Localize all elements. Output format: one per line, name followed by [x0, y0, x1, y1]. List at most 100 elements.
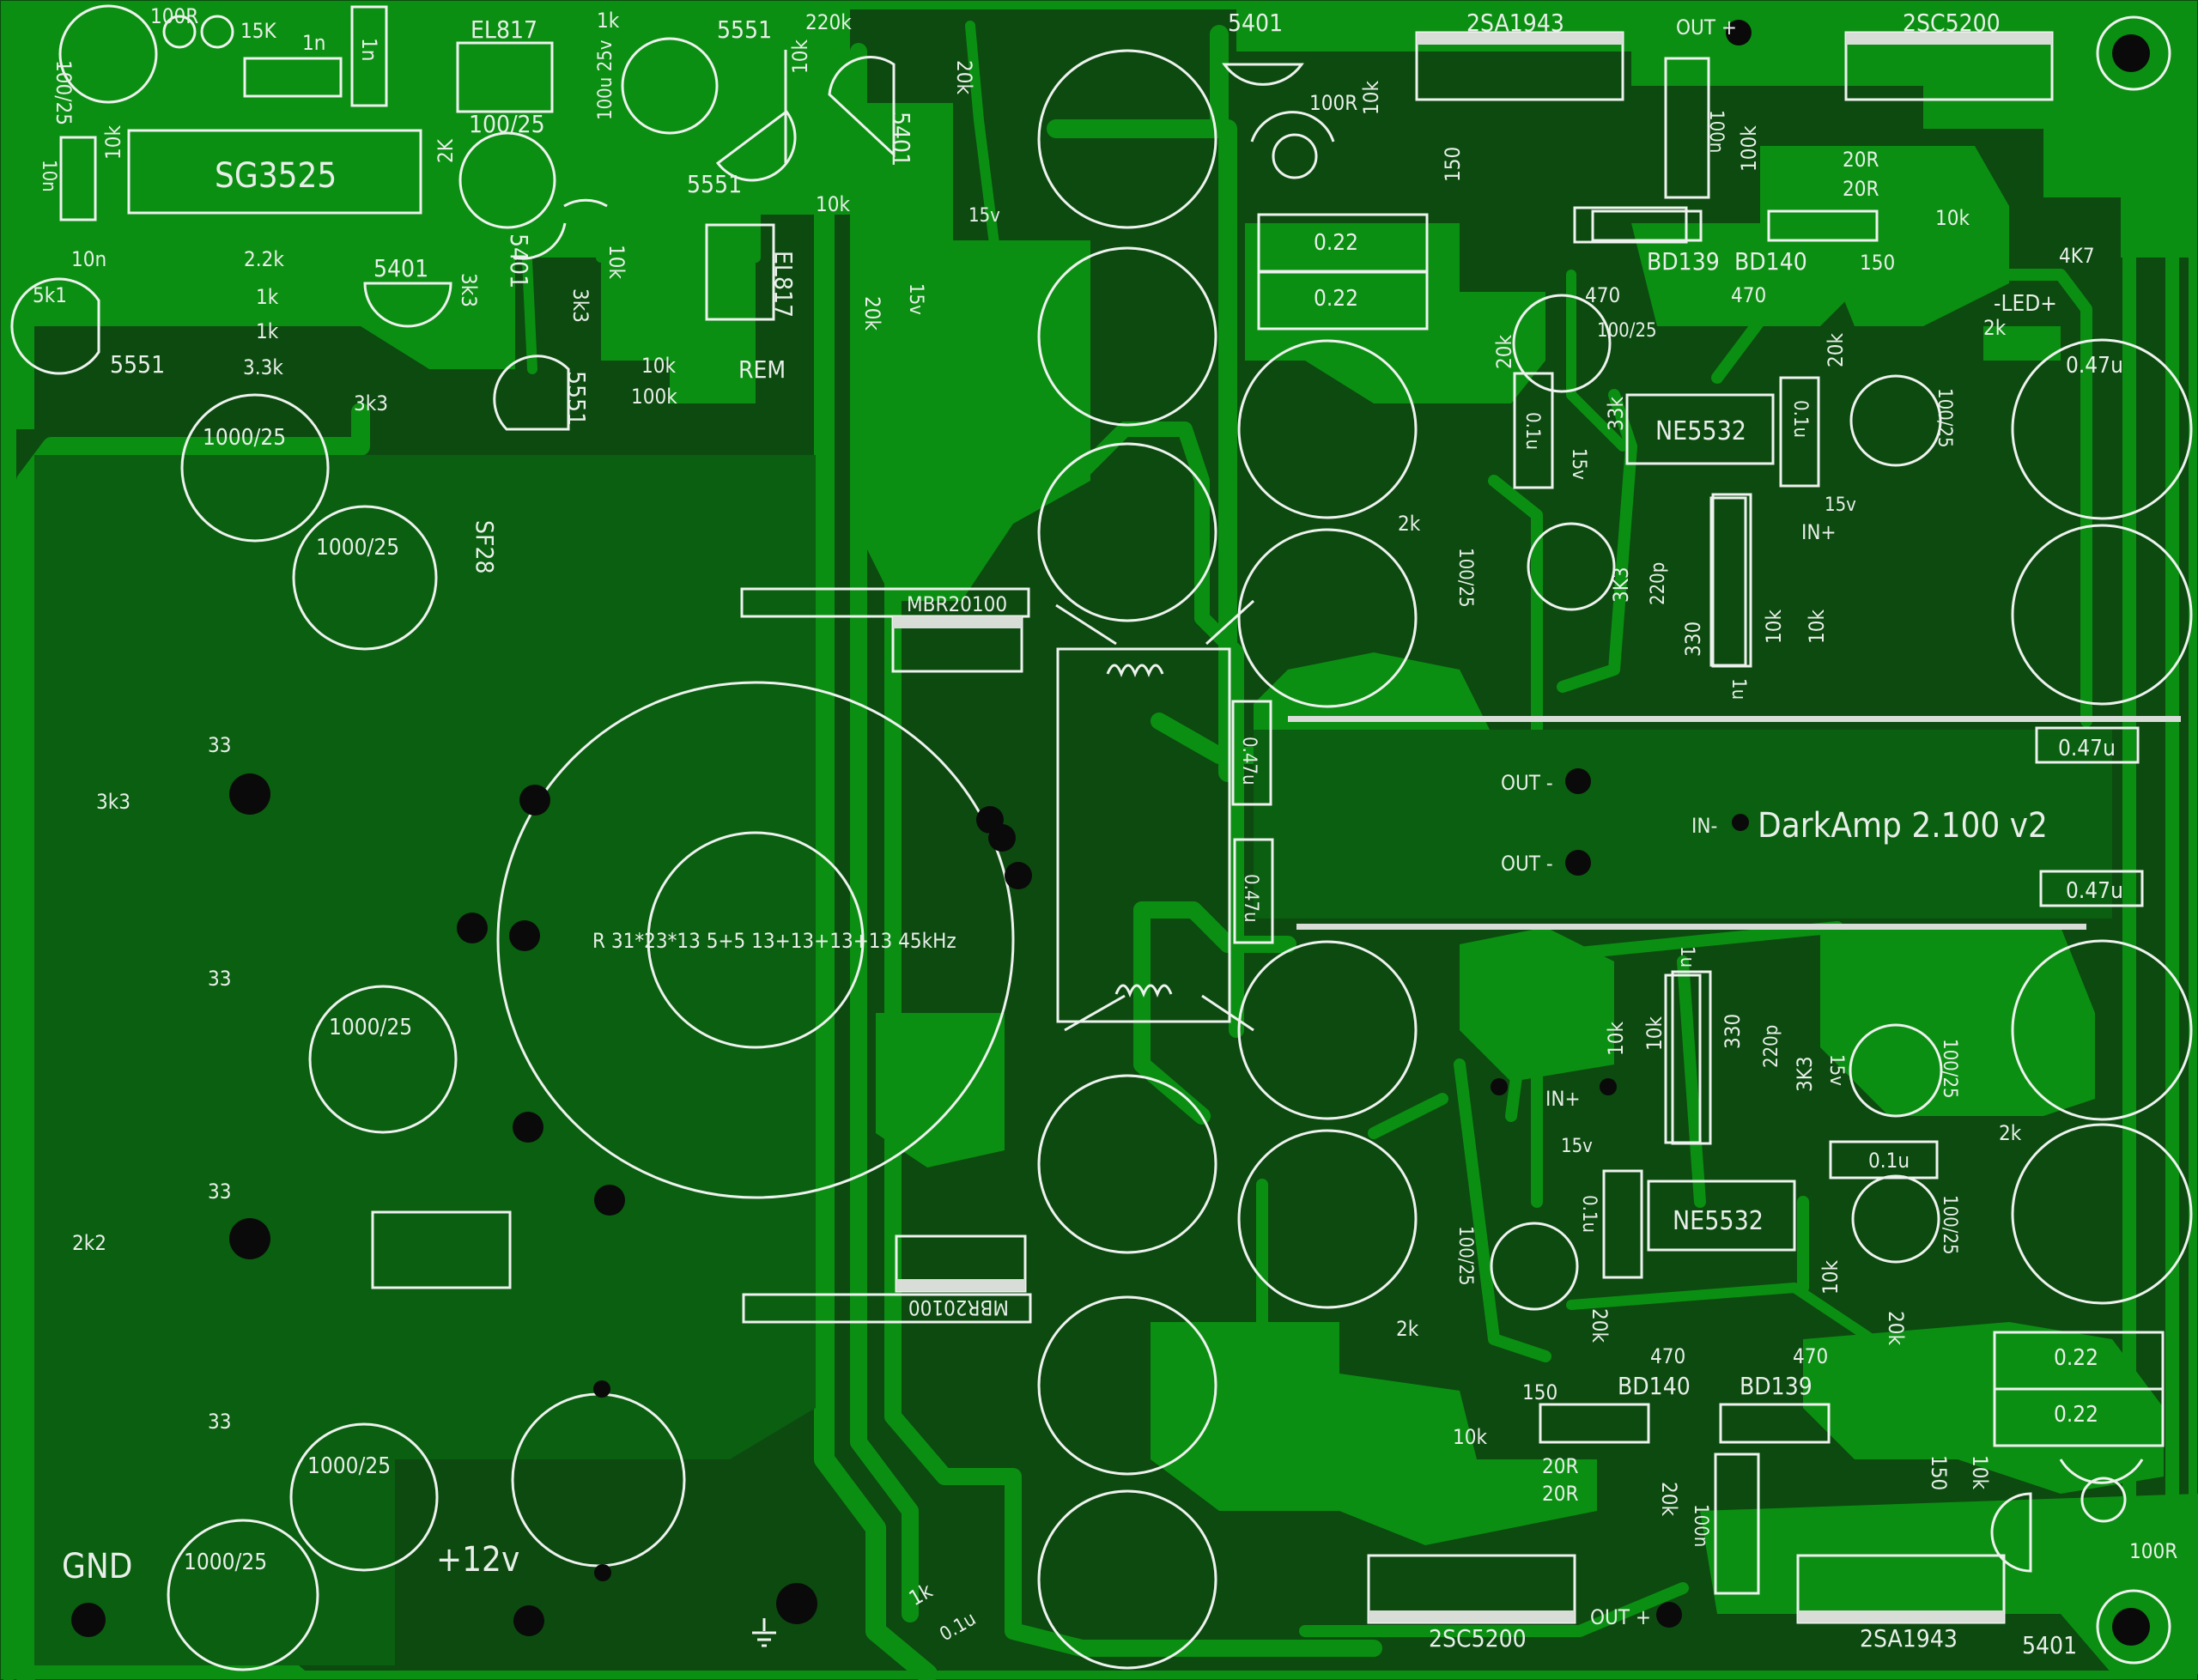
r100r-c: 100R: [2129, 1539, 2177, 1563]
r20r-d: 20R: [1542, 1482, 1578, 1506]
c1000-25-e: 1000/25: [184, 1550, 267, 1575]
r10k-d: 10k: [816, 192, 850, 216]
r3k3-c: 3k3: [568, 288, 592, 323]
q-2sc5200-top: 2SC5200: [1903, 9, 2001, 37]
r33-d: 33: [208, 1410, 231, 1434]
r10k-b: 10k: [101, 125, 125, 160]
c220p-b: 220p: [1761, 1025, 1782, 1068]
r3k3-a: 3k3: [354, 391, 388, 415]
ne5532-bottom-label: NE5532: [1673, 1206, 1764, 1236]
r1k-a: 1k: [597, 9, 620, 33]
r10k-g: 10k: [1935, 206, 1970, 230]
r20k-d: 20k: [1824, 333, 1848, 367]
r330-a: 330: [1681, 622, 1705, 657]
r10k-e: 10k: [641, 354, 676, 378]
r10k-l: 10k: [1819, 1260, 1843, 1295]
r33k: 33k: [1604, 397, 1628, 431]
c100n-b: 100n: [1690, 1504, 1711, 1547]
r20k-c: 20k: [1492, 335, 1516, 369]
r470-d: 470: [1793, 1344, 1828, 1368]
output-region: [1254, 730, 2112, 919]
silk-major: [10, 4, 2193, 1671]
copper-traces: [1, 21, 2179, 1680]
r33-c: 33: [208, 1180, 231, 1204]
r20k-e: 20k: [1588, 1308, 1612, 1343]
c01u-a: 0.1u: [1521, 412, 1543, 450]
c100n-a: 100n: [1705, 110, 1727, 153]
r100r-a: 100R: [150, 4, 198, 28]
c220p-a: 220p: [1648, 562, 1669, 605]
c1000-25-b: 1000/25: [316, 535, 399, 561]
c022-d: 0.22: [2054, 1402, 2098, 1428]
r20k-b: 20k: [860, 296, 884, 331]
c100-25-b: 100/25: [469, 110, 545, 138]
sg3525-label: SG3525: [215, 156, 337, 196]
c10n-b: 10n: [71, 247, 106, 271]
z15-a: 15v: [968, 205, 1000, 227]
r3k3-e: 3K3: [1609, 567, 1633, 603]
c01u-d: 0.1u: [1578, 1195, 1600, 1233]
ground-region-left: [34, 455, 816, 1665]
r100k-b: 100k: [1737, 125, 1761, 172]
c022-b: 0.22: [1314, 286, 1358, 312]
r10k-c: 10k: [604, 245, 628, 279]
ne5532-top-label: NE5532: [1655, 416, 1746, 446]
r470-b: 470: [1731, 283, 1766, 307]
c047u-b: 0.47u: [2058, 736, 2116, 761]
q-2sa1943-bottom: 2SA1943: [1860, 1624, 1958, 1653]
t5551-b: 5551: [687, 170, 742, 198]
r150-a: 150: [1441, 147, 1465, 182]
r20r-a: 20R: [1843, 148, 1879, 172]
r33-a: 33: [208, 733, 231, 757]
r1k-c: 1k: [256, 319, 279, 343]
toroid-inner: [647, 831, 865, 1049]
r3k3-b: 3k3: [457, 273, 481, 307]
choke-body: [1056, 647, 1231, 1023]
q-2sc5200-bottom: 2SC5200: [1429, 1624, 1527, 1653]
c1000-25-d: 1000/25: [307, 1453, 391, 1479]
r2k2: 2k2: [72, 1231, 106, 1255]
r3-3k: 3.3k: [243, 355, 283, 379]
r2k-c: 2k: [1398, 512, 1421, 536]
r20k-a: 20k: [952, 60, 976, 94]
plus12v-label: +12v: [436, 1540, 519, 1580]
r20k-f: 20k: [1884, 1311, 1908, 1345]
r3k3-d: 3k3: [96, 790, 131, 814]
el817-a-label: EL817: [471, 15, 537, 44]
c1000-25-c: 1000/25: [329, 1015, 412, 1040]
r3k3-f: 3K3: [1793, 1056, 1817, 1092]
c100u-25v: 100u 25v: [595, 39, 616, 120]
board-title: DarkAmp 2.100 v2: [1758, 806, 2048, 846]
t5401-c: 5401: [373, 254, 428, 282]
r470-c: 470: [1650, 1344, 1685, 1368]
c100-25-h: 100/25: [1454, 1226, 1476, 1286]
c1n-a: 1n: [302, 31, 325, 55]
el817-b-label: EL817: [769, 251, 798, 318]
r4k7: 4K7: [2059, 244, 2095, 268]
c047u-d: 0.47u: [1238, 737, 1260, 785]
gnd-label: GND: [62, 1547, 133, 1586]
c10n-a: 10n: [38, 160, 59, 192]
in-minus-label: IN-: [1691, 814, 1717, 838]
out-minus-1: OUT -: [1501, 771, 1553, 795]
r10k-a: 10k: [788, 39, 812, 74]
r330-b: 330: [1721, 1014, 1745, 1049]
r20k-g: 20k: [1657, 1482, 1681, 1516]
labels: DarkAmp 2.100 v2 GND +12v REM -LED+ OUT …: [33, 4, 2177, 1659]
c1u-b: 1u: [1676, 946, 1697, 967]
c047u-e: 0.47u: [1240, 874, 1261, 923]
r20r-c: 20R: [1542, 1454, 1578, 1478]
t5551-c: 5551: [110, 350, 165, 379]
c01u-c: 0.1u: [1868, 1149, 1910, 1173]
r10k-m: 10k: [1453, 1425, 1487, 1449]
r10k-f: 10k: [1359, 81, 1383, 115]
r10k-j: 10k: [1604, 1022, 1628, 1056]
r10k-k: 10k: [1642, 1016, 1667, 1051]
rem-label: REM: [738, 355, 786, 384]
z15-c: 15v: [1568, 448, 1589, 480]
z15-f: 15v: [1561, 1136, 1593, 1157]
out-plus-bottom: OUT +: [1590, 1605, 1651, 1629]
r5k1: 5k1: [33, 283, 67, 307]
r15k: 15K: [240, 19, 276, 43]
c01u-b: 0.1u: [1789, 400, 1811, 438]
